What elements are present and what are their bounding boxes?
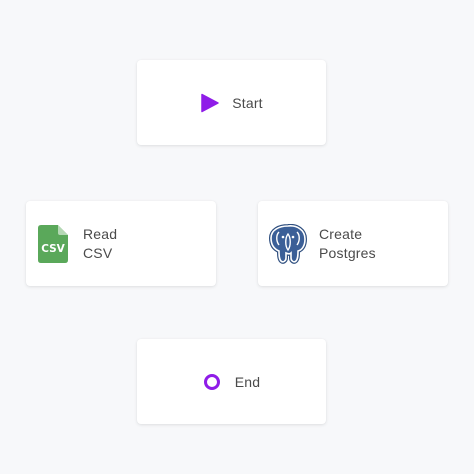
create-postgres-label-line1: Create [319,225,363,242]
circle-outline-icon [203,373,221,391]
end-node-label: End [234,373,261,390]
end-node[interactable]: End [137,339,326,424]
read-csv-label-line1: Read [83,225,118,242]
start-node[interactable]: Start [137,60,326,145]
read-csv-label: Read CSV [83,225,117,263]
postgres-elephant-icon [269,223,307,264]
read-csv-label-line2: CSV [83,244,113,261]
create-postgres-label-line2: Postgres [319,244,376,261]
play-icon [200,93,220,113]
read-csv-node[interactable]: CSV Read CSV [26,201,216,286]
create-postgres-node[interactable]: Create Postgres [258,201,448,286]
svg-text:CSV: CSV [41,243,65,255]
csv-file-icon: CSV [38,224,68,263]
start-node-label: Start [232,94,263,111]
create-postgres-label: Create Postgres [319,225,376,263]
